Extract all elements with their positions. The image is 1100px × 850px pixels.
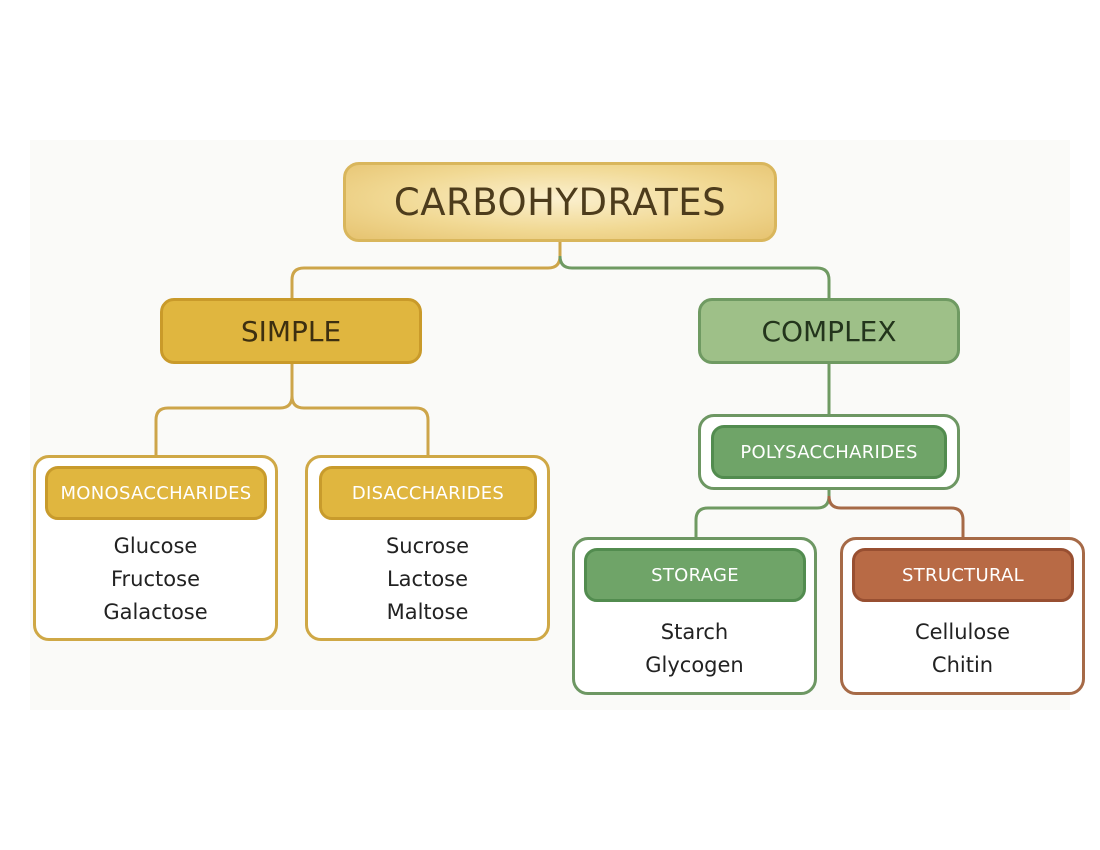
monosaccharides-list: Glucose Fructose Galactose <box>36 530 275 629</box>
root-label: CARBOHYDRATES <box>393 180 727 224</box>
card-storage: STORAGE Starch Glycogen <box>572 537 817 695</box>
disaccharides-label: DISACCHARIDES <box>351 482 505 504</box>
node-complex: COMPLEX <box>698 298 960 364</box>
list-item: Glucose <box>113 534 198 558</box>
card-polysaccharides: POLYSACCHARIDES <box>698 414 960 490</box>
list-item: Galactose <box>103 600 208 624</box>
pill-structural: STRUCTURAL <box>852 548 1074 602</box>
node-simple: SIMPLE <box>160 298 422 364</box>
list-item: Cellulose <box>914 620 1011 644</box>
disaccharides-list: Sucrose Lactose Maltose <box>308 530 547 629</box>
storage-label: STORAGE <box>651 564 739 586</box>
list-item: Lactose <box>386 567 469 591</box>
list-item: Fructose <box>111 567 200 591</box>
list-item: Glycogen <box>645 653 744 677</box>
card-monosaccharides: MONOSACCHARIDES Glucose Fructose Galacto… <box>33 455 278 641</box>
list-item: Chitin <box>931 653 994 677</box>
pill-polysaccharides: POLYSACCHARIDES <box>711 425 947 479</box>
monosaccharides-label: MONOSACCHARIDES <box>60 482 252 504</box>
connector-root-complex <box>558 255 831 298</box>
list-item: Sucrose <box>385 534 470 558</box>
connector-poly-structural <box>827 495 965 537</box>
simple-label: SIMPLE <box>240 314 342 348</box>
pill-storage: STORAGE <box>584 548 806 602</box>
card-disaccharides: DISACCHARIDES Sucrose Lactose Maltose <box>305 455 550 641</box>
complex-label: COMPLEX <box>761 314 897 348</box>
pill-disaccharides: DISACCHARIDES <box>319 466 537 520</box>
pill-monosaccharides: MONOSACCHARIDES <box>45 466 267 520</box>
root-node-carbohydrates: CARBOHYDRATES <box>343 162 777 242</box>
connector-simple-di <box>290 395 430 455</box>
connector-root-simple <box>290 242 562 298</box>
list-item: Starch <box>660 620 729 644</box>
storage-list: Starch Glycogen <box>575 616 814 682</box>
connector-poly-storage <box>694 488 831 537</box>
structural-label: STRUCTURAL <box>902 564 1024 586</box>
list-item: Maltose <box>386 600 469 624</box>
card-structural: STRUCTURAL Cellulose Chitin <box>840 537 1085 695</box>
connector-simple-mono <box>154 364 294 455</box>
polysaccharides-label: POLYSACCHARIDES <box>740 441 918 463</box>
structural-list: Cellulose Chitin <box>843 616 1082 682</box>
